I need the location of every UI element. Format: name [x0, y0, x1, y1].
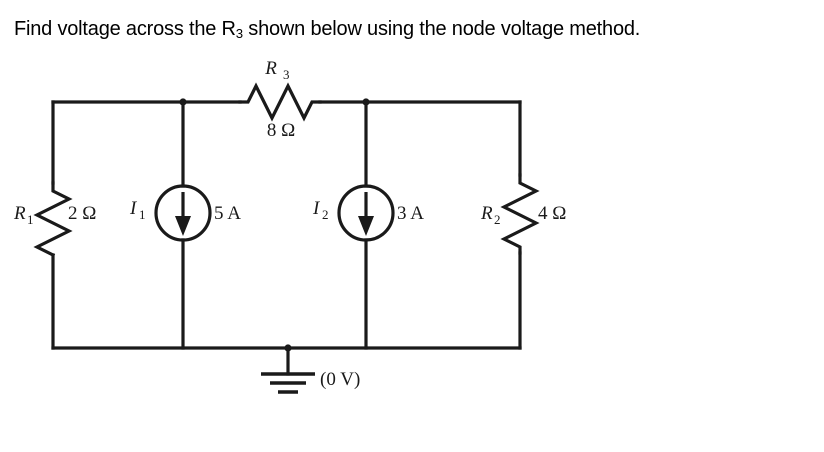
- label-r2-name: R 2: [480, 203, 501, 227]
- label-r1-name-sub: 1: [27, 212, 34, 227]
- circuit-diagram: R 3 8 Ω R 1 2 Ω R 2 4 Ω I 1 5 A: [0, 52, 824, 452]
- junction-dots: [179, 98, 370, 352]
- label-i2-name-text: I: [312, 198, 321, 219]
- label-r3-name: R 3: [264, 58, 289, 82]
- current-source-i1-circle: [154, 184, 212, 242]
- label-i1-value: 5 A: [214, 203, 241, 224]
- ground-icon: [261, 372, 315, 394]
- label-i2-name-sub: 2: [322, 207, 329, 222]
- resistor-r1-zigzag: [33, 181, 73, 258]
- current-source-i1-arrow: [175, 192, 191, 236]
- label-i1-name-text: I: [129, 198, 138, 219]
- label-r2-name-sub: 2: [494, 212, 501, 227]
- label-r2-value: 4 Ω: [538, 203, 566, 224]
- label-r3-value: 8 Ω: [267, 120, 295, 141]
- resistor-r3-zigzag: [238, 82, 322, 122]
- label-r1-name: R 1: [13, 203, 34, 227]
- label-i1-name-sub: 1: [139, 207, 146, 222]
- label-r1-name-text: R: [13, 203, 26, 224]
- label-ground-voltage: (0 V): [320, 369, 360, 390]
- question-prompt-prefix: Find voltage across the R: [14, 18, 236, 40]
- question-prompt-subscript: 3: [235, 25, 243, 41]
- question-prompt-suffix: shown below using the node voltage metho…: [242, 18, 641, 40]
- current-source-i2-arrow: [358, 192, 374, 236]
- node-dot-ground: [284, 344, 292, 352]
- label-r1-value: 2 Ω: [68, 203, 96, 224]
- label-i1-name: I 1: [129, 198, 146, 222]
- resistor-r2-zigzag: [500, 173, 540, 255]
- label-i2-name: I 2: [312, 198, 329, 222]
- node-dot-top-i2: [362, 98, 370, 106]
- node-dot-top-i1: [179, 98, 187, 106]
- label-r2-name-text: R: [480, 203, 493, 224]
- label-r3-name-sub: 3: [283, 67, 290, 82]
- page-title: Find voltage across the R3 shown below u…: [14, 18, 640, 41]
- label-i2-value: 3 A: [397, 203, 424, 224]
- current-source-i2-circle: [337, 184, 395, 242]
- label-r3-name-text: R: [264, 58, 277, 79]
